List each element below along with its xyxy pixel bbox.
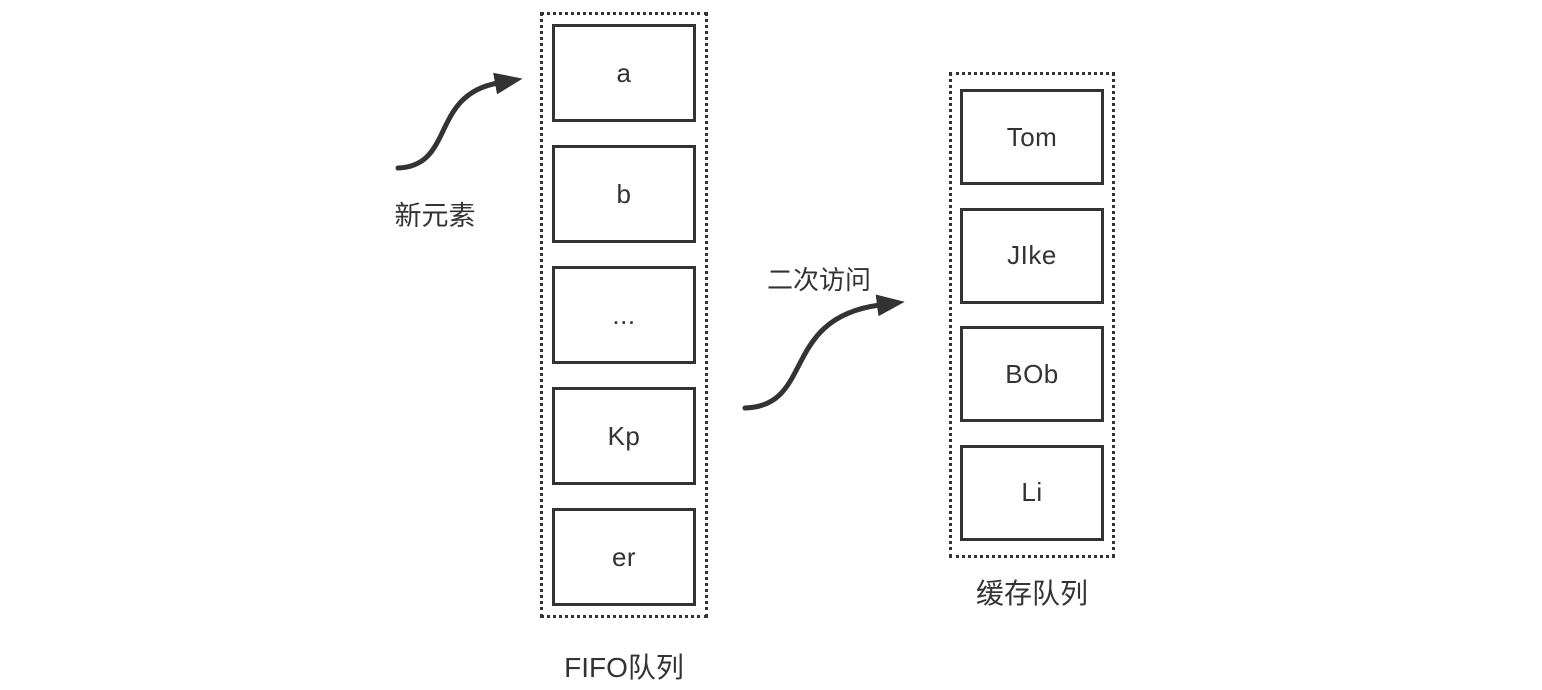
fifo-item-box: Kp	[552, 387, 696, 485]
fifo-item-label: a	[616, 57, 632, 88]
cache-queue-container: Tom JIke BOb Li	[949, 72, 1115, 558]
cache-item-label: BOb	[1005, 358, 1059, 389]
fifo-item-box: a	[552, 24, 696, 122]
cache-item-box: Tom	[960, 89, 1104, 185]
new-element-label: 新元素	[394, 201, 476, 231]
cache-item-label: JIke	[1007, 240, 1057, 271]
cache-queue-label: 缓存队列	[975, 578, 1088, 609]
fifo-item-box: b	[552, 145, 696, 243]
fifo-item-box: er	[552, 508, 696, 606]
cache-item-label: Li	[1021, 477, 1043, 508]
second-access-arrow	[742, 294, 905, 411]
cache-item-box: JIke	[960, 207, 1104, 304]
cache-item-label: Tom	[1006, 121, 1058, 152]
fifo-queue-container: a b ... Kp er	[540, 12, 708, 618]
fifo-item-label: ...	[612, 299, 636, 330]
new-element-arrow	[395, 72, 523, 171]
cache-item-box: BOb	[960, 326, 1104, 423]
fifo-item-label: er	[611, 541, 637, 572]
fifo-item-box: ...	[552, 266, 696, 364]
fifo-queue-label: FIFO队列	[564, 652, 684, 683]
cache-item-box: Li	[960, 444, 1104, 541]
second-access-label: 二次访问	[766, 265, 871, 295]
fifo-item-label: Kp	[607, 420, 641, 451]
fifo-item-label: b	[616, 178, 632, 209]
